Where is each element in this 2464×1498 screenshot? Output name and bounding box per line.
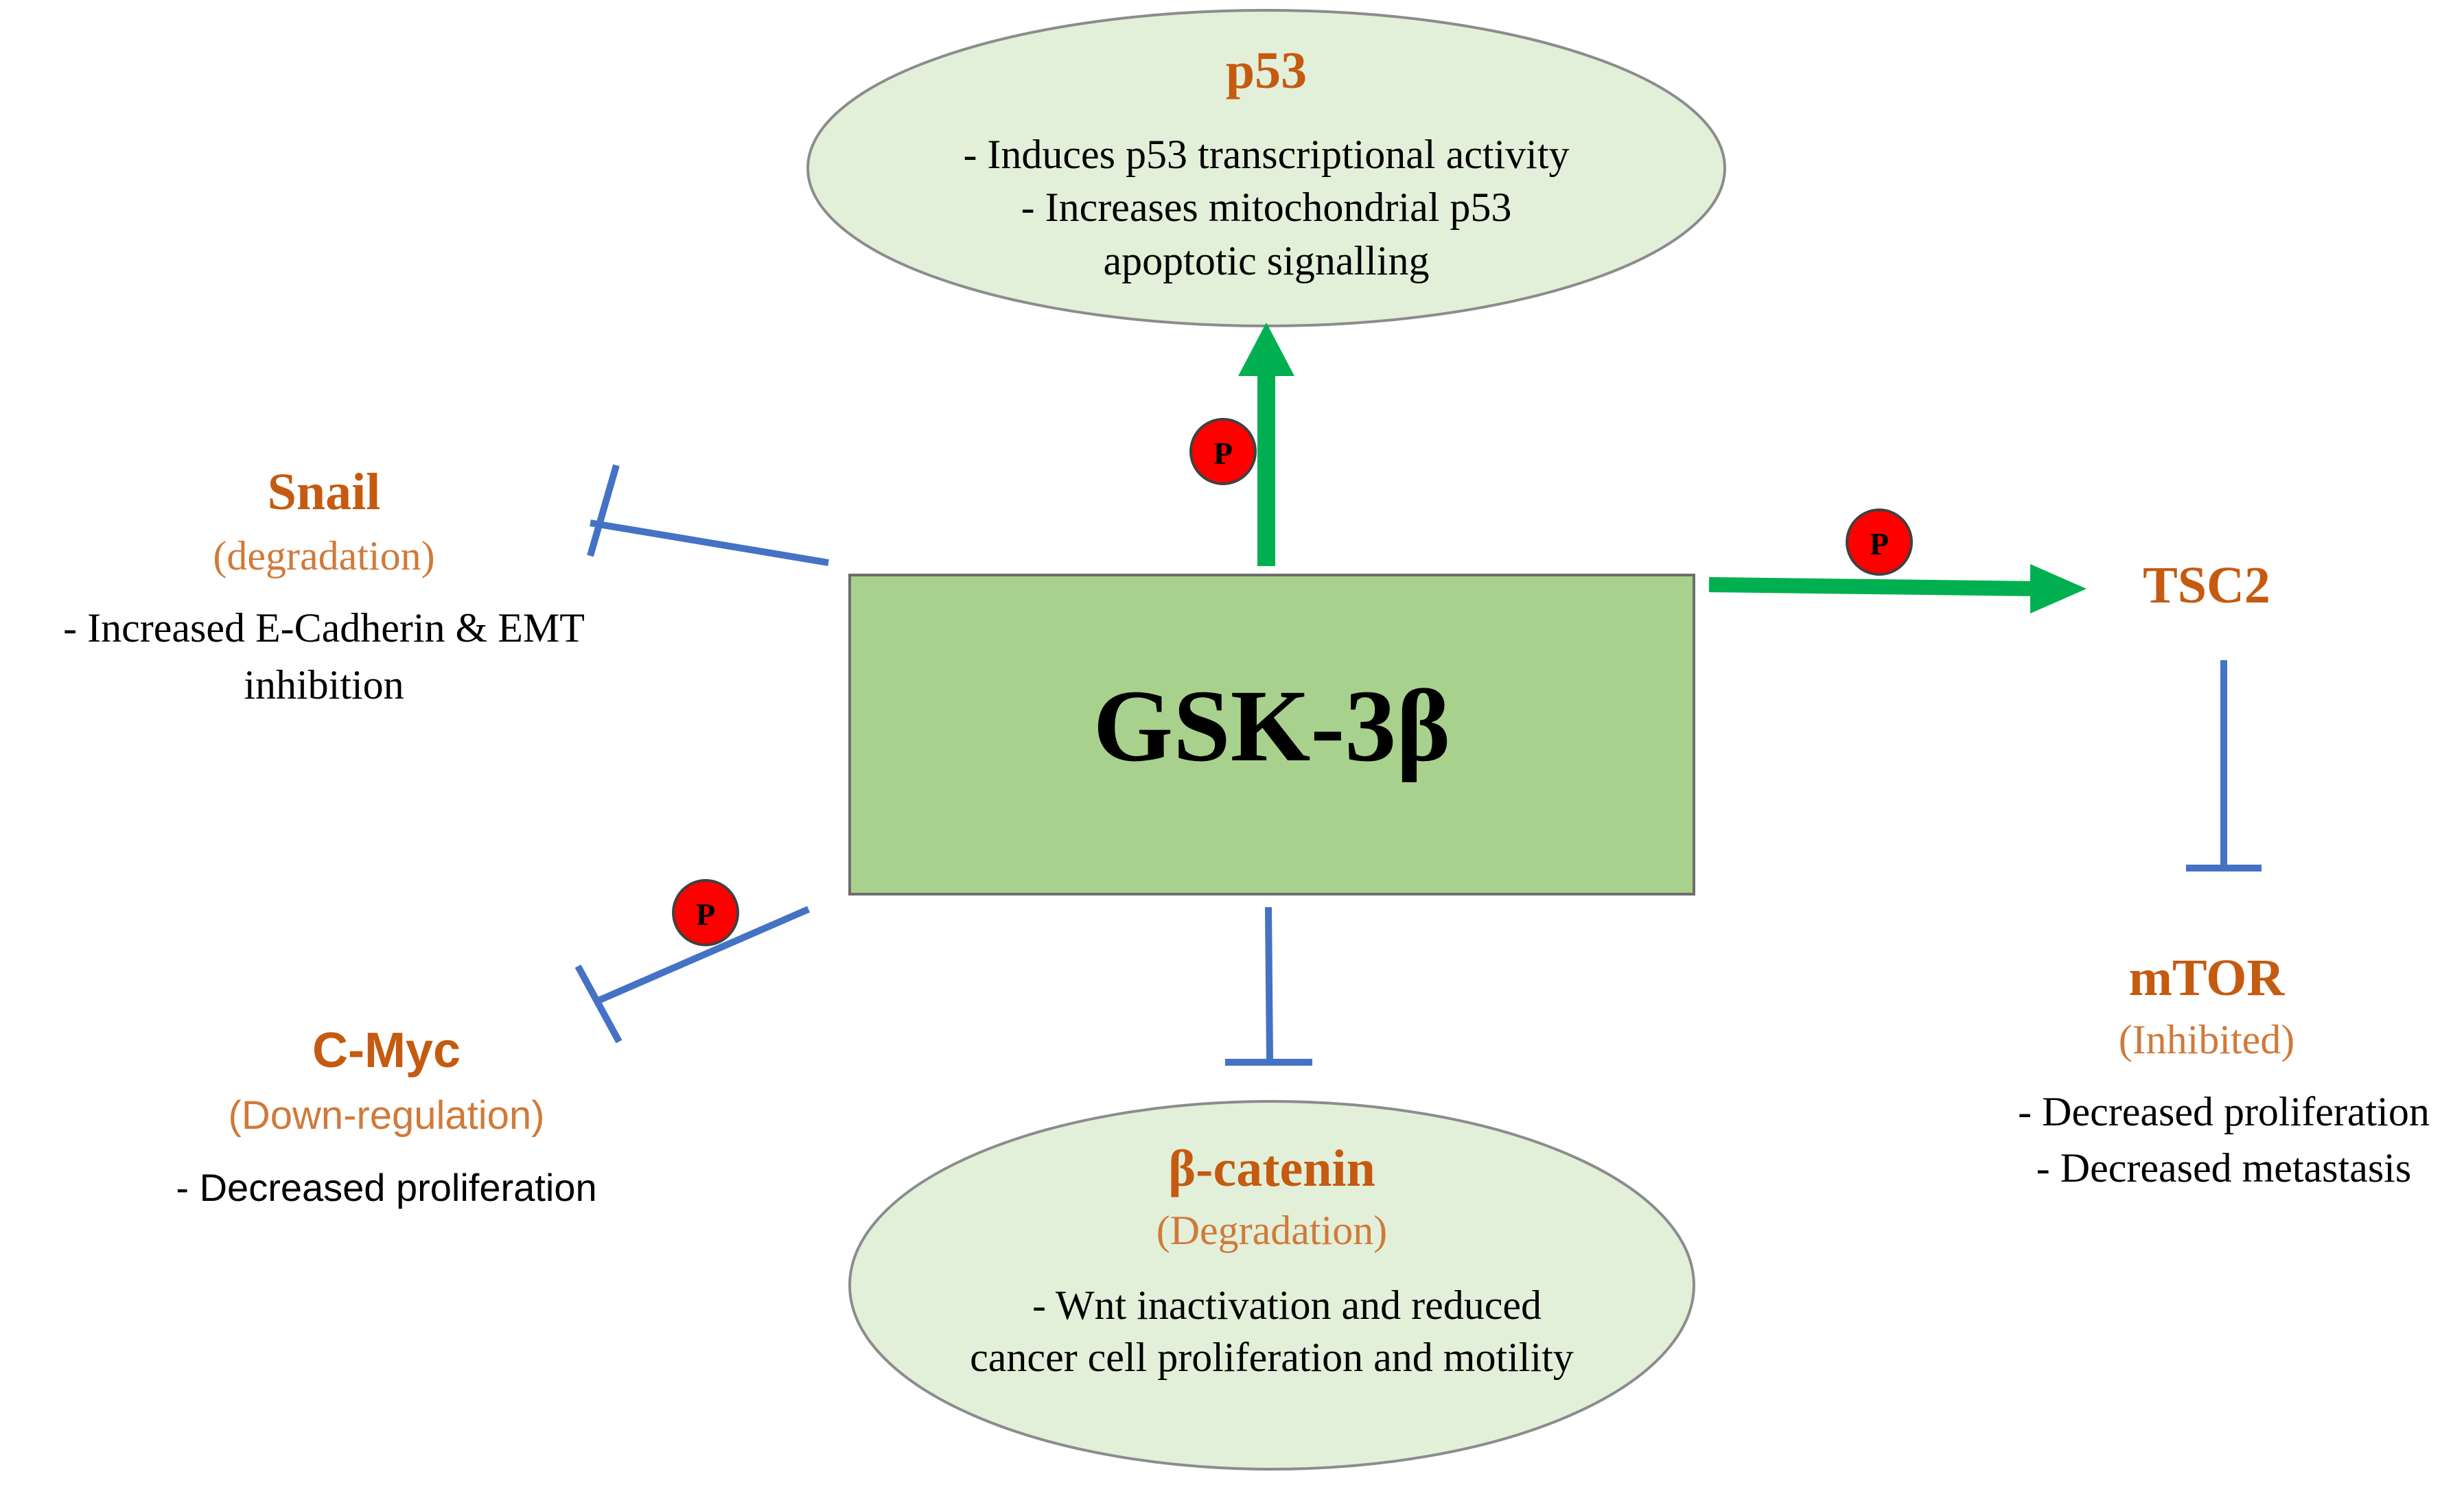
p53-title: p53 xyxy=(1226,42,1307,100)
gsk3b-box xyxy=(848,574,1695,896)
inhibition-line-cmyc xyxy=(597,906,810,1004)
snail-line-2: inhibition xyxy=(244,662,404,707)
svg-text:P: P xyxy=(696,897,715,932)
activation-arrow-tsc2 xyxy=(1708,577,2043,596)
bcatenin-line-2: cancer cell proliferation and motility xyxy=(970,1335,1574,1380)
svg-text:P: P xyxy=(1870,526,1889,561)
cmyc-subtitle: (Down-regulation) xyxy=(229,1093,545,1138)
arrowhead-tsc2 xyxy=(2030,564,2087,613)
inhibition-line-bcatenin xyxy=(1265,906,1273,1061)
phospho-badge-tsc2: P xyxy=(1846,508,1913,576)
inhibition-bar-snail xyxy=(587,464,620,557)
bcatenin-node xyxy=(848,1100,1695,1471)
phospho-badge-cmyc: P xyxy=(672,879,739,946)
snail-line-1: - Increased E-Cadherin & EMT xyxy=(63,605,585,651)
mtor-title: mTOR xyxy=(2129,949,2286,1007)
phospho-badge-p53: P xyxy=(1189,418,1257,485)
bcatenin-title: β-catenin xyxy=(1168,1140,1375,1197)
cmyc-line-1: - Decreased proliferation xyxy=(176,1166,596,1209)
cmyc-title: C-Myc xyxy=(312,1023,461,1078)
snail-subtitle: (degradation) xyxy=(213,533,434,578)
p53-line-2: - Increases mitochondrial p53 xyxy=(1021,185,1512,230)
arrowhead-p53 xyxy=(1238,323,1294,376)
inhibition-line-snail xyxy=(590,519,829,566)
p53-line-3: apoptotic signalling xyxy=(1104,238,1430,283)
mtor-line-1: - Decreased proliferation xyxy=(2018,1089,2430,1134)
svg-text:P: P xyxy=(1213,436,1233,471)
p53-line-1: - Induces p53 transcriptional activity xyxy=(963,132,1569,177)
inhibition-bar-cmyc xyxy=(574,964,623,1044)
snail-title: Snail xyxy=(268,463,381,521)
bcatenin-subtitle: (Degradation) xyxy=(1157,1208,1388,1253)
mtor-subtitle: (Inhibited) xyxy=(2119,1017,2295,1062)
mtor-line-2: - Decreased metastasis xyxy=(2036,1145,2411,1191)
tsc2-title: TSC2 xyxy=(2143,557,2270,614)
bcatenin-line-1: - Wnt inactivation and reduced xyxy=(1032,1283,1542,1328)
gsk3b-label: GSK-3β xyxy=(1093,669,1451,783)
